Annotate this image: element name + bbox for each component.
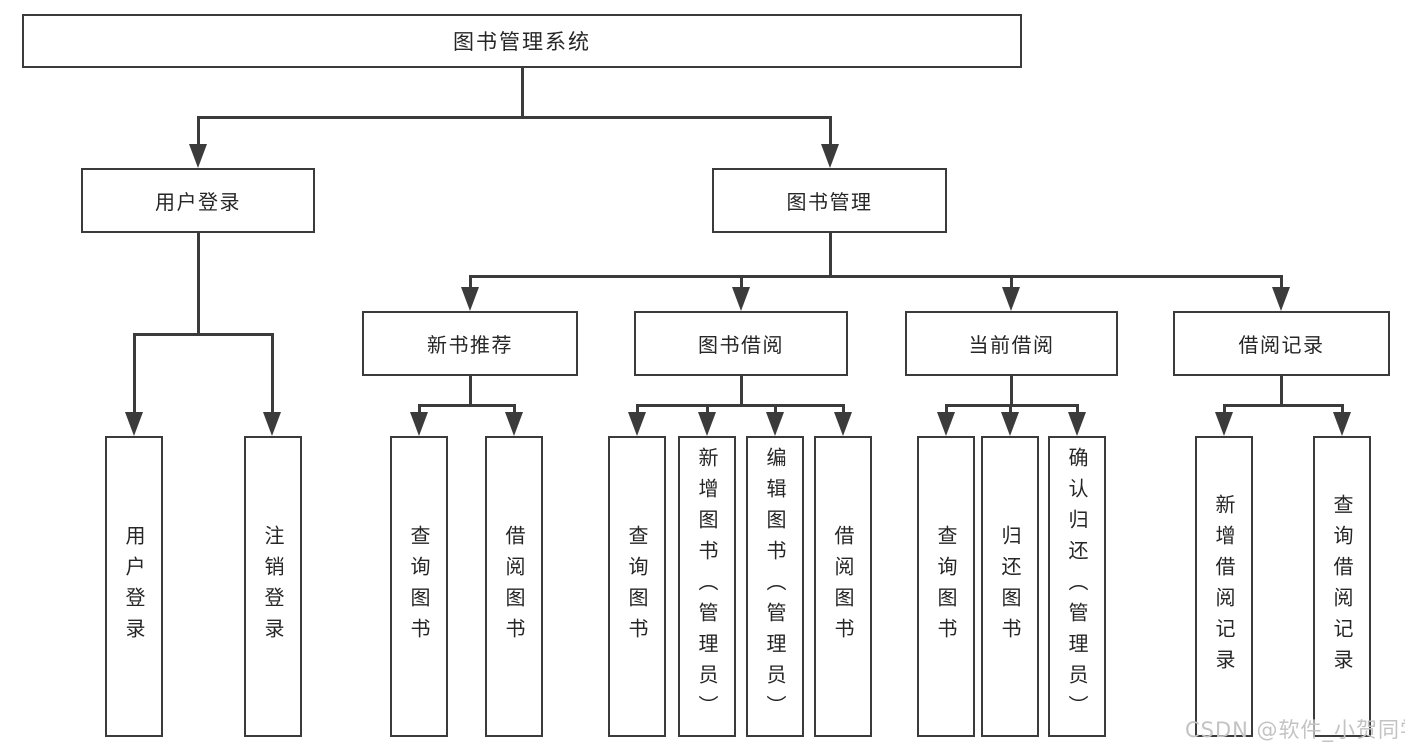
arrowhead-down-icon (1068, 412, 1086, 436)
leaf-borrow-books-recommend: 借阅图书 (485, 436, 543, 737)
node-borrow-records: 借阅记录 (1173, 311, 1390, 376)
node-book-borrow: 图书借阅 (634, 311, 848, 376)
node-book-management: 图书管理 (712, 168, 947, 233)
connector-line (270, 336, 274, 414)
connector-line (841, 407, 845, 415)
arrowhead-down-icon (834, 412, 852, 436)
leaf-query-borrow-record: 查询借阅记录 (1313, 436, 1371, 737)
arrowhead-down-icon (698, 412, 716, 436)
connector-line (1222, 407, 1226, 415)
connector-line (132, 333, 274, 336)
leaf-add-book-admin: 新增图书（管理员） (678, 436, 736, 737)
arrowhead-down-icon (1272, 287, 1290, 311)
connector-line (828, 119, 832, 146)
arrowhead-down-icon (766, 412, 784, 436)
connector-line (1279, 278, 1283, 290)
connector-line (512, 407, 516, 415)
connector-line (1340, 407, 1344, 415)
connector-line (635, 407, 639, 415)
connector-line (1009, 278, 1013, 290)
connector-line (132, 336, 136, 414)
connector-line (944, 404, 1079, 407)
arrowhead-down-icon (1001, 412, 1019, 436)
connector-line (417, 407, 421, 415)
connector-line (1222, 404, 1344, 407)
leaf-query-books-borrow: 查询图书 (608, 436, 666, 737)
connector-line (196, 116, 832, 119)
leaf-borrow-books: 借阅图书 (814, 436, 872, 737)
leaf-return-book: 归还图书 (981, 436, 1039, 737)
arrowhead-down-icon (461, 287, 479, 311)
node-new-book-recommend: 新书推荐 (362, 311, 578, 376)
connector-line (196, 119, 200, 146)
arrowhead-down-icon (263, 412, 281, 436)
arrowhead-down-icon (505, 412, 523, 436)
leaf-query-books-current: 查询图书 (917, 436, 975, 737)
arrowhead-down-icon (410, 412, 428, 436)
connector-line (828, 233, 832, 278)
connector-line (468, 376, 472, 407)
leaf-confirm-return-admin: 确认归还（管理员） (1048, 436, 1106, 737)
connector-line (705, 407, 709, 415)
node-user-login: 用户登录 (81, 168, 315, 233)
connector-line (1279, 376, 1283, 407)
watermark: CSDN @软件_小贺同学 (1185, 718, 1405, 742)
connector-line (944, 407, 948, 415)
connector-line (417, 404, 516, 407)
leaf-query-books-recommend: 查询图书 (390, 436, 448, 737)
arrowhead-down-icon (937, 412, 955, 436)
connector-line (1009, 376, 1013, 407)
leaf-logout: 注销登录 (244, 436, 302, 737)
leaf-edit-book-admin: 编辑图书（管理员） (746, 436, 804, 737)
connector-line (1075, 407, 1079, 415)
connector-line (196, 233, 200, 336)
connector-line (1008, 407, 1012, 415)
arrowhead-down-icon (732, 287, 750, 311)
arrowhead-down-icon (1333, 412, 1351, 436)
node-root: 图书管理系统 (22, 14, 1022, 68)
node-current-borrow: 当前借阅 (905, 311, 1118, 376)
connector-line (739, 376, 743, 407)
arrowhead-down-icon (189, 144, 207, 168)
connector-line (468, 275, 1283, 278)
connector-line (468, 278, 472, 290)
arrowhead-down-icon (1002, 287, 1020, 311)
arrowhead-down-icon (628, 412, 646, 436)
connector-line (520, 68, 524, 118)
connector-line (739, 278, 743, 290)
arrowhead-down-icon (821, 144, 839, 168)
leaf-add-borrow-record: 新增借阅记录 (1195, 436, 1253, 737)
leaf-user-login: 用户登录 (105, 436, 163, 737)
connector-line (773, 407, 777, 415)
arrowhead-down-icon (125, 412, 143, 436)
arrowhead-down-icon (1215, 412, 1233, 436)
connector-line (635, 404, 845, 407)
